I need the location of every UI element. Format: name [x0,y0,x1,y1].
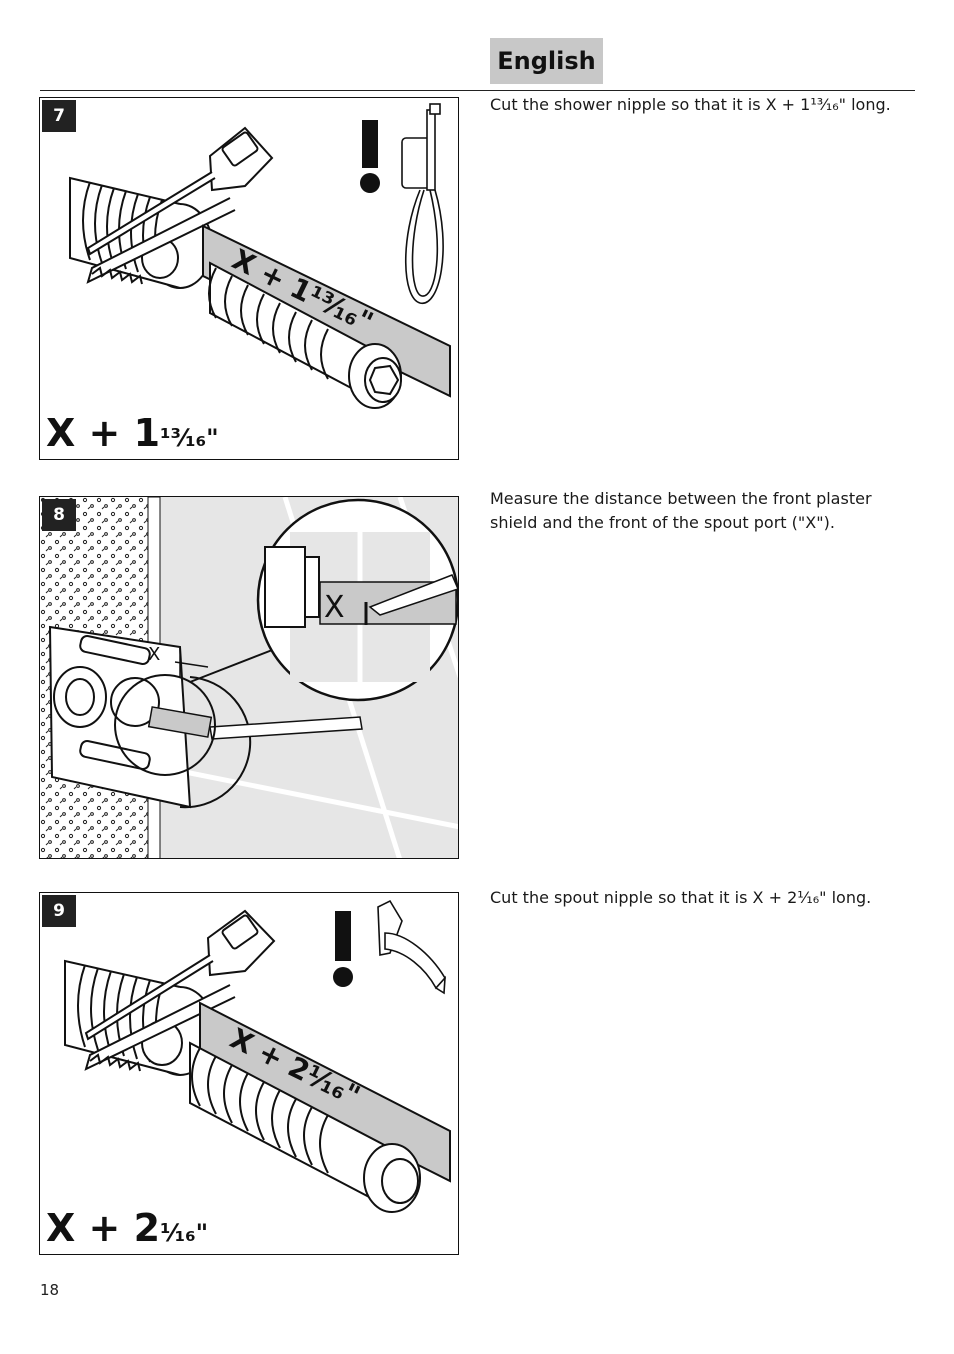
step-9-instruction: Cut the spout nipple so that it is X + 2… [490,888,872,907]
detail-callout: X [256,498,458,702]
pipe-right [208,261,402,409]
formula-main: X + 2 [46,1206,161,1250]
formula-main: X + 1 [46,411,161,455]
step-8-panel: 8 [39,496,459,859]
measure-distance-illustration: X X [40,497,458,858]
step-number-badge: 9 [42,895,76,927]
hand-shower-icon [401,103,444,304]
detail-marker [114,674,216,776]
page-number: 18 [40,1281,60,1299]
measuring-ruler [147,706,363,740]
distance-label: X [148,644,160,665]
formula-fraction: ¹³⁄₁₆" [160,424,219,452]
step-7-panel: 7 X + 1¹³⁄₁ [39,97,459,460]
step-9-panel: 9 X + 2¹⁄₁₆" [39,892,459,1255]
caution-exclamation-icon [333,911,353,987]
cut-shower-nipple-illustration: X + 1¹³⁄₁₆" [69,103,451,409]
tub-spout-icon [377,899,446,995]
pipe-right [189,1041,421,1213]
step-number-badge: 8 [42,499,76,531]
formula-fraction: ¹⁄₁₆" [160,1219,209,1247]
length-formula: X + 2¹⁄₁₆" [46,1206,208,1250]
caution-exclamation-icon [360,120,380,193]
language-tab: English [490,38,603,84]
step-number-badge: 7 [42,100,76,132]
step-7-instruction: Cut the shower nipple so that it is X + … [490,95,891,114]
callout-label: X [324,590,345,625]
length-formula: X + 1¹³⁄₁₆" [46,411,219,455]
header-rule [40,90,915,91]
hacksaw [86,126,274,285]
cut-spout-nipple-illustration: X + 2¹⁄₁₆" [64,899,451,1213]
hacksaw [84,909,276,1072]
step-8-instruction: Measure the distance between the front p… [490,489,872,532]
valve-body [48,625,252,809]
